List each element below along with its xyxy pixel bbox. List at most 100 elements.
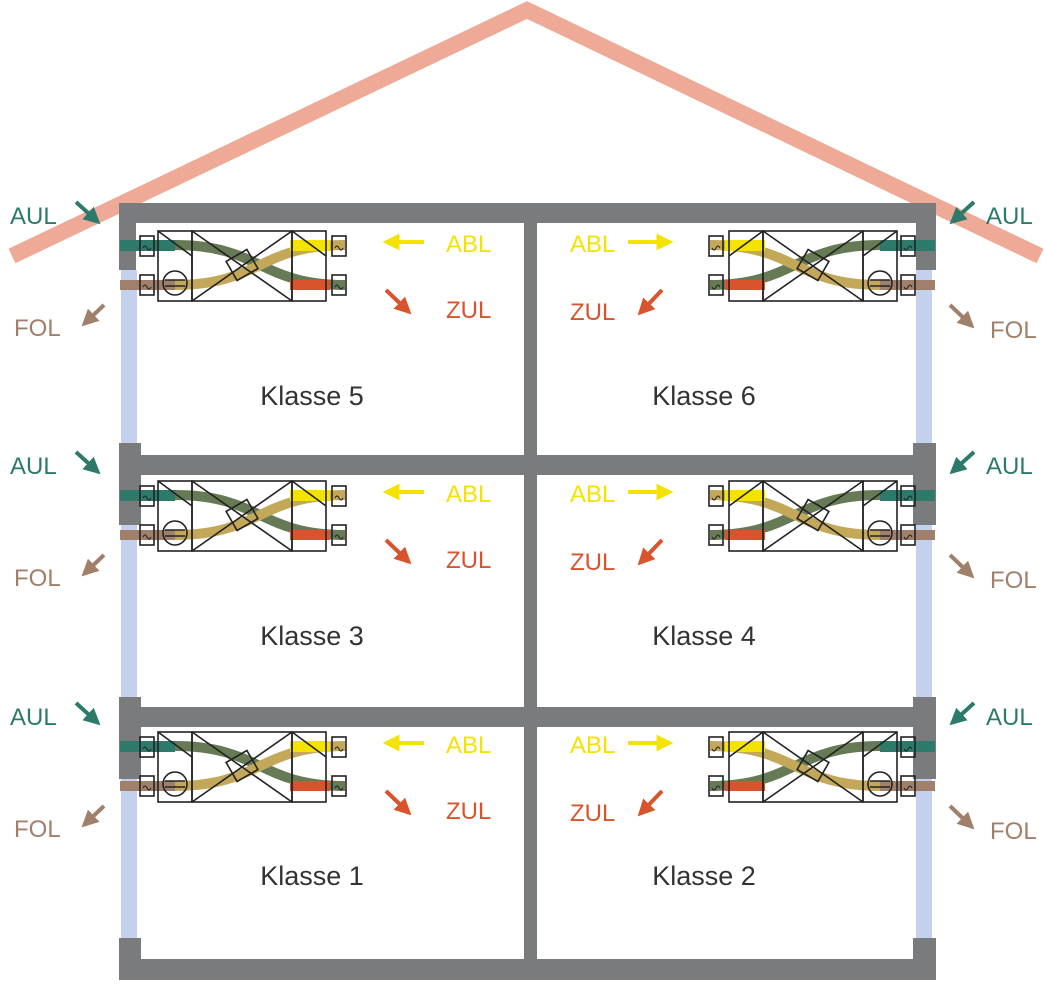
label-outdoor_air: AUL <box>986 453 1033 480</box>
fan-icon <box>867 520 893 546</box>
filter-icon <box>903 245 913 251</box>
filter-outdoor-air <box>900 235 916 257</box>
duct-supply-air <box>725 530 765 540</box>
left-wall-cap-1 <box>119 203 136 270</box>
filter-icon <box>711 245 721 251</box>
compartment-divider <box>728 731 764 758</box>
filter-outgoing-air <box>900 524 916 546</box>
label-outdoor_air: AUL <box>10 453 57 480</box>
heat-exchanger-diagonal <box>191 731 293 803</box>
label-supply_air: ZUL <box>446 297 491 324</box>
filter-outdoor-air <box>139 235 155 257</box>
compartment-divider <box>157 731 193 758</box>
arrow-outgoing-air <box>948 303 975 329</box>
duct-supply-air <box>290 280 330 290</box>
filter-icon <box>142 245 152 251</box>
arrow-supply-air <box>637 538 664 566</box>
duct-exhaust-air <box>290 490 330 501</box>
label-outgoing_air: FOL <box>14 565 61 592</box>
duct-supply-air <box>725 280 765 290</box>
duct-outgoing-air <box>880 530 935 540</box>
label-supply_air: ZUL <box>446 547 491 574</box>
roof <box>8 1 1044 264</box>
filter-supply-air <box>331 775 347 797</box>
arrow-supply-air <box>384 789 412 816</box>
label-outgoing_air: FOL <box>990 567 1037 594</box>
duct-outgoing-air <box>120 781 175 791</box>
compartment-divider <box>291 480 327 507</box>
duct-supply-air <box>290 781 330 791</box>
duct-outgoing-air <box>880 781 935 791</box>
room-label-klasse-5: Klasse 5 <box>260 381 364 411</box>
duct-supply-air <box>290 530 330 540</box>
filter-outdoor-air <box>900 485 916 507</box>
duct-outdoor-air <box>880 490 935 501</box>
label-exhaust_air: ABL <box>570 231 615 258</box>
duct-outdoor-air <box>120 741 175 752</box>
label-exhaust_air: ABL <box>570 481 615 508</box>
label-outgoing_air: FOL <box>14 315 61 342</box>
fan-compartment <box>728 480 764 552</box>
duct-exhaust-air <box>725 741 765 752</box>
filter-icon <box>334 746 344 752</box>
label-outdoor_air: AUL <box>986 203 1033 230</box>
filter-supply-air <box>708 274 724 296</box>
duct-outgoing-air <box>880 280 935 290</box>
filter-outgoing-air <box>900 274 916 296</box>
arrow-outgoing-air <box>81 303 106 327</box>
filter-icon <box>334 284 344 290</box>
window-left <box>121 270 137 950</box>
left-wall-cap-4 <box>119 938 141 980</box>
compartment-divider <box>862 731 898 758</box>
fan-compartment <box>157 731 193 803</box>
arrow-outdoor-air <box>74 450 101 475</box>
label-outdoor_air: AUL <box>10 203 57 230</box>
heat-exchanger-diagonal <box>191 230 293 302</box>
filter-icon <box>334 495 344 501</box>
filter-supply-air <box>331 524 347 546</box>
compartment-divider <box>728 230 764 257</box>
duct-supply-air <box>725 781 765 791</box>
label-supply_air: ZUL <box>570 299 615 326</box>
heat-exchanger-core <box>225 498 259 532</box>
fan-compartment <box>862 480 898 552</box>
arrow-outgoing-air <box>948 553 975 579</box>
label-exhaust_air: ABL <box>570 732 615 759</box>
fan-compartment <box>291 731 327 803</box>
ventilation-unit-right <box>708 230 935 302</box>
filter-icon <box>903 284 913 290</box>
filter-icon <box>142 746 152 752</box>
arrow-outgoing-air <box>948 804 975 830</box>
fan-compartment <box>728 230 764 302</box>
arrow-outdoor-air <box>949 701 976 726</box>
ventilation-unit-left <box>120 731 347 803</box>
heat-exchanger-diagonal <box>191 480 293 552</box>
label-exhaust_air: ABL <box>446 231 491 258</box>
left-wall-cap-3 <box>119 697 141 779</box>
fan-compartment <box>157 480 193 552</box>
compartment-divider <box>291 731 327 758</box>
label-supply_air: ZUL <box>570 800 615 827</box>
filter-icon <box>142 495 152 501</box>
filter-icon <box>711 785 721 791</box>
filter-exhaust-air <box>331 485 347 507</box>
center-wall <box>524 203 537 980</box>
room-label-klasse-4: Klasse 4 <box>652 621 756 651</box>
filter-icon <box>142 785 152 791</box>
fan-icon <box>162 520 188 546</box>
heat-exchanger-core <box>796 498 830 532</box>
arrow-outdoor-air <box>949 450 976 475</box>
label-exhaust_air: ABL <box>446 732 491 759</box>
right-wall-cap-3 <box>913 697 936 779</box>
arrow-outgoing-air <box>81 804 106 828</box>
heat-exchanger-diagonal <box>762 731 864 803</box>
filter-exhaust-air <box>708 485 724 507</box>
filter-supply-air <box>708 524 724 546</box>
duct-outdoor-air <box>880 240 935 251</box>
filter-outgoing-air <box>139 524 155 546</box>
compartment-divider <box>862 230 898 257</box>
fan-icon <box>162 771 188 797</box>
fan-compartment <box>157 230 193 302</box>
duct-exhaust-air <box>290 240 330 251</box>
